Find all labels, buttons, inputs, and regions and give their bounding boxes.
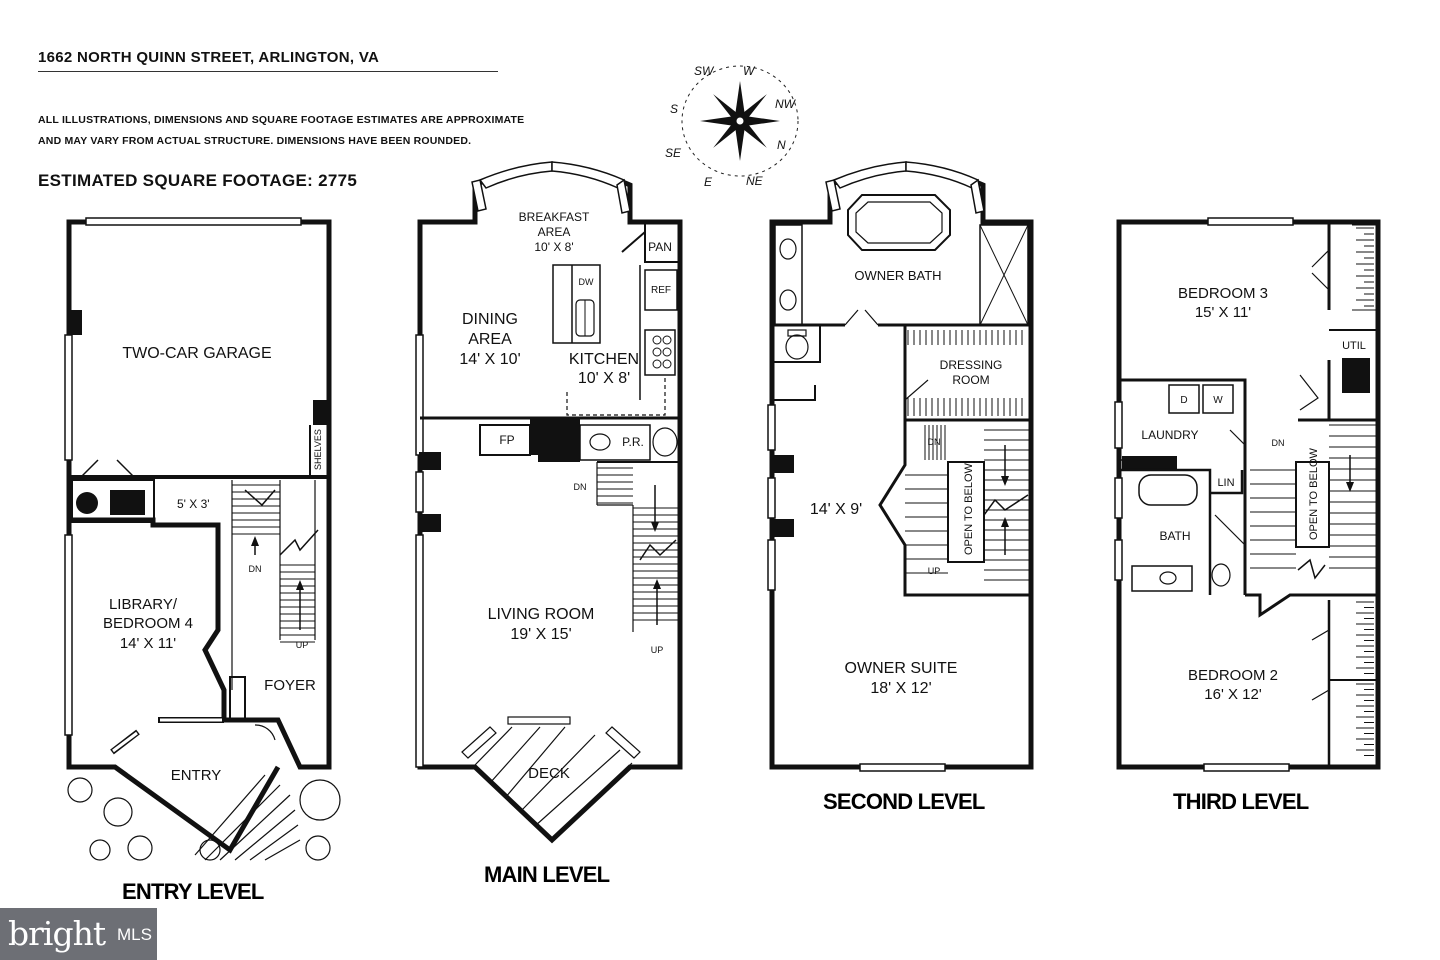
entry-stairs xyxy=(232,484,315,643)
main-dn-label: DN xyxy=(574,482,587,492)
disclaimer-line-2: AND MAY VARY FROM ACTUAL STRUCTURE. DIME… xyxy=(38,135,472,147)
powder-room-label: P.R. xyxy=(622,435,644,449)
pantry-label: PAN xyxy=(648,240,672,254)
dressing-room-label-line2: ROOM xyxy=(952,373,989,387)
third-stairs xyxy=(1250,424,1378,569)
entry-level-title: ENTRY LEVEL xyxy=(122,879,264,904)
entry-label: ENTRY xyxy=(171,767,222,784)
living-room-dimension: 19' X 15' xyxy=(510,626,571,643)
second-level-title: SECOND LEVEL xyxy=(823,789,985,814)
deck-label: DECK xyxy=(528,765,570,782)
library-dimension: 14' X 11' xyxy=(120,635,176,652)
bedroom-2-label: BEDROOM 2 xyxy=(1188,667,1278,684)
compass-label-n: N xyxy=(777,138,786,152)
sitting-area-dimension: 14' X 9' xyxy=(810,501,862,518)
owner-bath-label: OWNER BATH xyxy=(854,268,941,283)
property-address: 1662 NORTH QUINN STREET, ARLINGTON, VA xyxy=(38,49,380,66)
breakfast-label-line1: BREAKFAST xyxy=(519,210,590,224)
third-level-plan xyxy=(1114,217,1381,772)
dressing-room-label-line1: DRESSING xyxy=(940,358,1003,372)
dining-label-line2: AREA xyxy=(468,331,512,348)
linen-closet-label: LIN xyxy=(1217,477,1234,489)
laundry-label: LAUNDRY xyxy=(1141,428,1198,442)
foyer-label: FOYER xyxy=(264,677,316,694)
living-room-label: LIVING ROOM xyxy=(488,606,595,623)
refrigerator-label: REF xyxy=(651,285,671,296)
utility-label: UTIL xyxy=(1342,340,1366,352)
kitchen-label: KITCHEN xyxy=(569,351,639,368)
library-label-line2: BEDROOM 4 xyxy=(103,615,193,632)
dryer-label: D xyxy=(1180,395,1187,406)
bedroom-3-label: BEDROOM 3 xyxy=(1178,285,1268,302)
bedroom-2-dimension: 16' X 12' xyxy=(1204,686,1262,703)
square-footage: ESTIMATED SQUARE FOOTAGE: 2775 xyxy=(38,171,358,190)
entry-steps xyxy=(194,774,301,861)
owner-suite-label: OWNER SUITE xyxy=(845,660,958,677)
second-stairs xyxy=(905,425,1031,581)
bath-label: BATH xyxy=(1159,529,1190,543)
disclaimer-line-1: ALL ILLUSTRATIONS, DIMENSIONS AND SQUARE… xyxy=(38,114,525,126)
second-up-label: UP xyxy=(928,566,941,576)
closet-dimension: 5' X 3' xyxy=(177,497,210,511)
compass-label-e: E xyxy=(704,175,713,189)
main-level-title: MAIN LEVEL xyxy=(484,862,610,887)
dishwasher-label: DW xyxy=(579,277,594,287)
entry-up-label: UP xyxy=(296,640,309,650)
compass-label-se: SE xyxy=(665,146,682,160)
watermark-suffix: MLS xyxy=(117,925,152,944)
breakfast-label-line2: AREA xyxy=(538,225,571,239)
washer-label: W xyxy=(1213,395,1223,406)
mls-watermark: bright MLS xyxy=(0,908,157,960)
second-open-to-below-label: OPEN TO BELOW xyxy=(963,462,975,555)
second-dn-label: DN xyxy=(928,437,941,447)
third-level-title: THIRD LEVEL xyxy=(1173,789,1309,814)
second-level-plan xyxy=(767,161,1034,772)
compass-label-sw: SW xyxy=(694,64,715,78)
shelves-label: SHELVES xyxy=(313,429,323,470)
garage-label: TWO-CAR GARAGE xyxy=(122,345,271,362)
library-label-line1: LIBRARY/ xyxy=(109,596,178,613)
bedroom-3-dimension: 15' X 11' xyxy=(1195,304,1251,321)
third-open-to-below-label: OPEN TO BELOW xyxy=(1308,447,1320,540)
entry-dn-label: DN xyxy=(249,564,262,574)
compass-label-ne: NE xyxy=(746,174,764,188)
entry-level-plan xyxy=(64,217,341,861)
main-level-plan xyxy=(415,161,683,844)
address-underline xyxy=(38,71,498,72)
fireplace-label: FP xyxy=(499,433,514,447)
compass-rose-icon: SW W NW N NE E SE S xyxy=(665,64,799,189)
third-dn-label: DN xyxy=(1272,438,1285,448)
owner-suite-dimension: 18' X 12' xyxy=(870,680,931,697)
main-up-label: UP xyxy=(651,645,664,655)
kitchen-dimension: 10' X 8' xyxy=(578,370,630,387)
main-stairs xyxy=(597,467,680,621)
shrubs xyxy=(67,777,341,861)
watermark-brand: bright xyxy=(8,914,106,953)
breakfast-dimension: 10' X 8' xyxy=(534,240,573,254)
compass-label-s: S xyxy=(670,102,678,116)
compass-label-nw: NW xyxy=(775,97,797,111)
dining-dimension: 14' X 10' xyxy=(459,351,520,368)
compass-label-w: W xyxy=(743,64,756,78)
dining-label-line1: DINING xyxy=(462,311,518,328)
